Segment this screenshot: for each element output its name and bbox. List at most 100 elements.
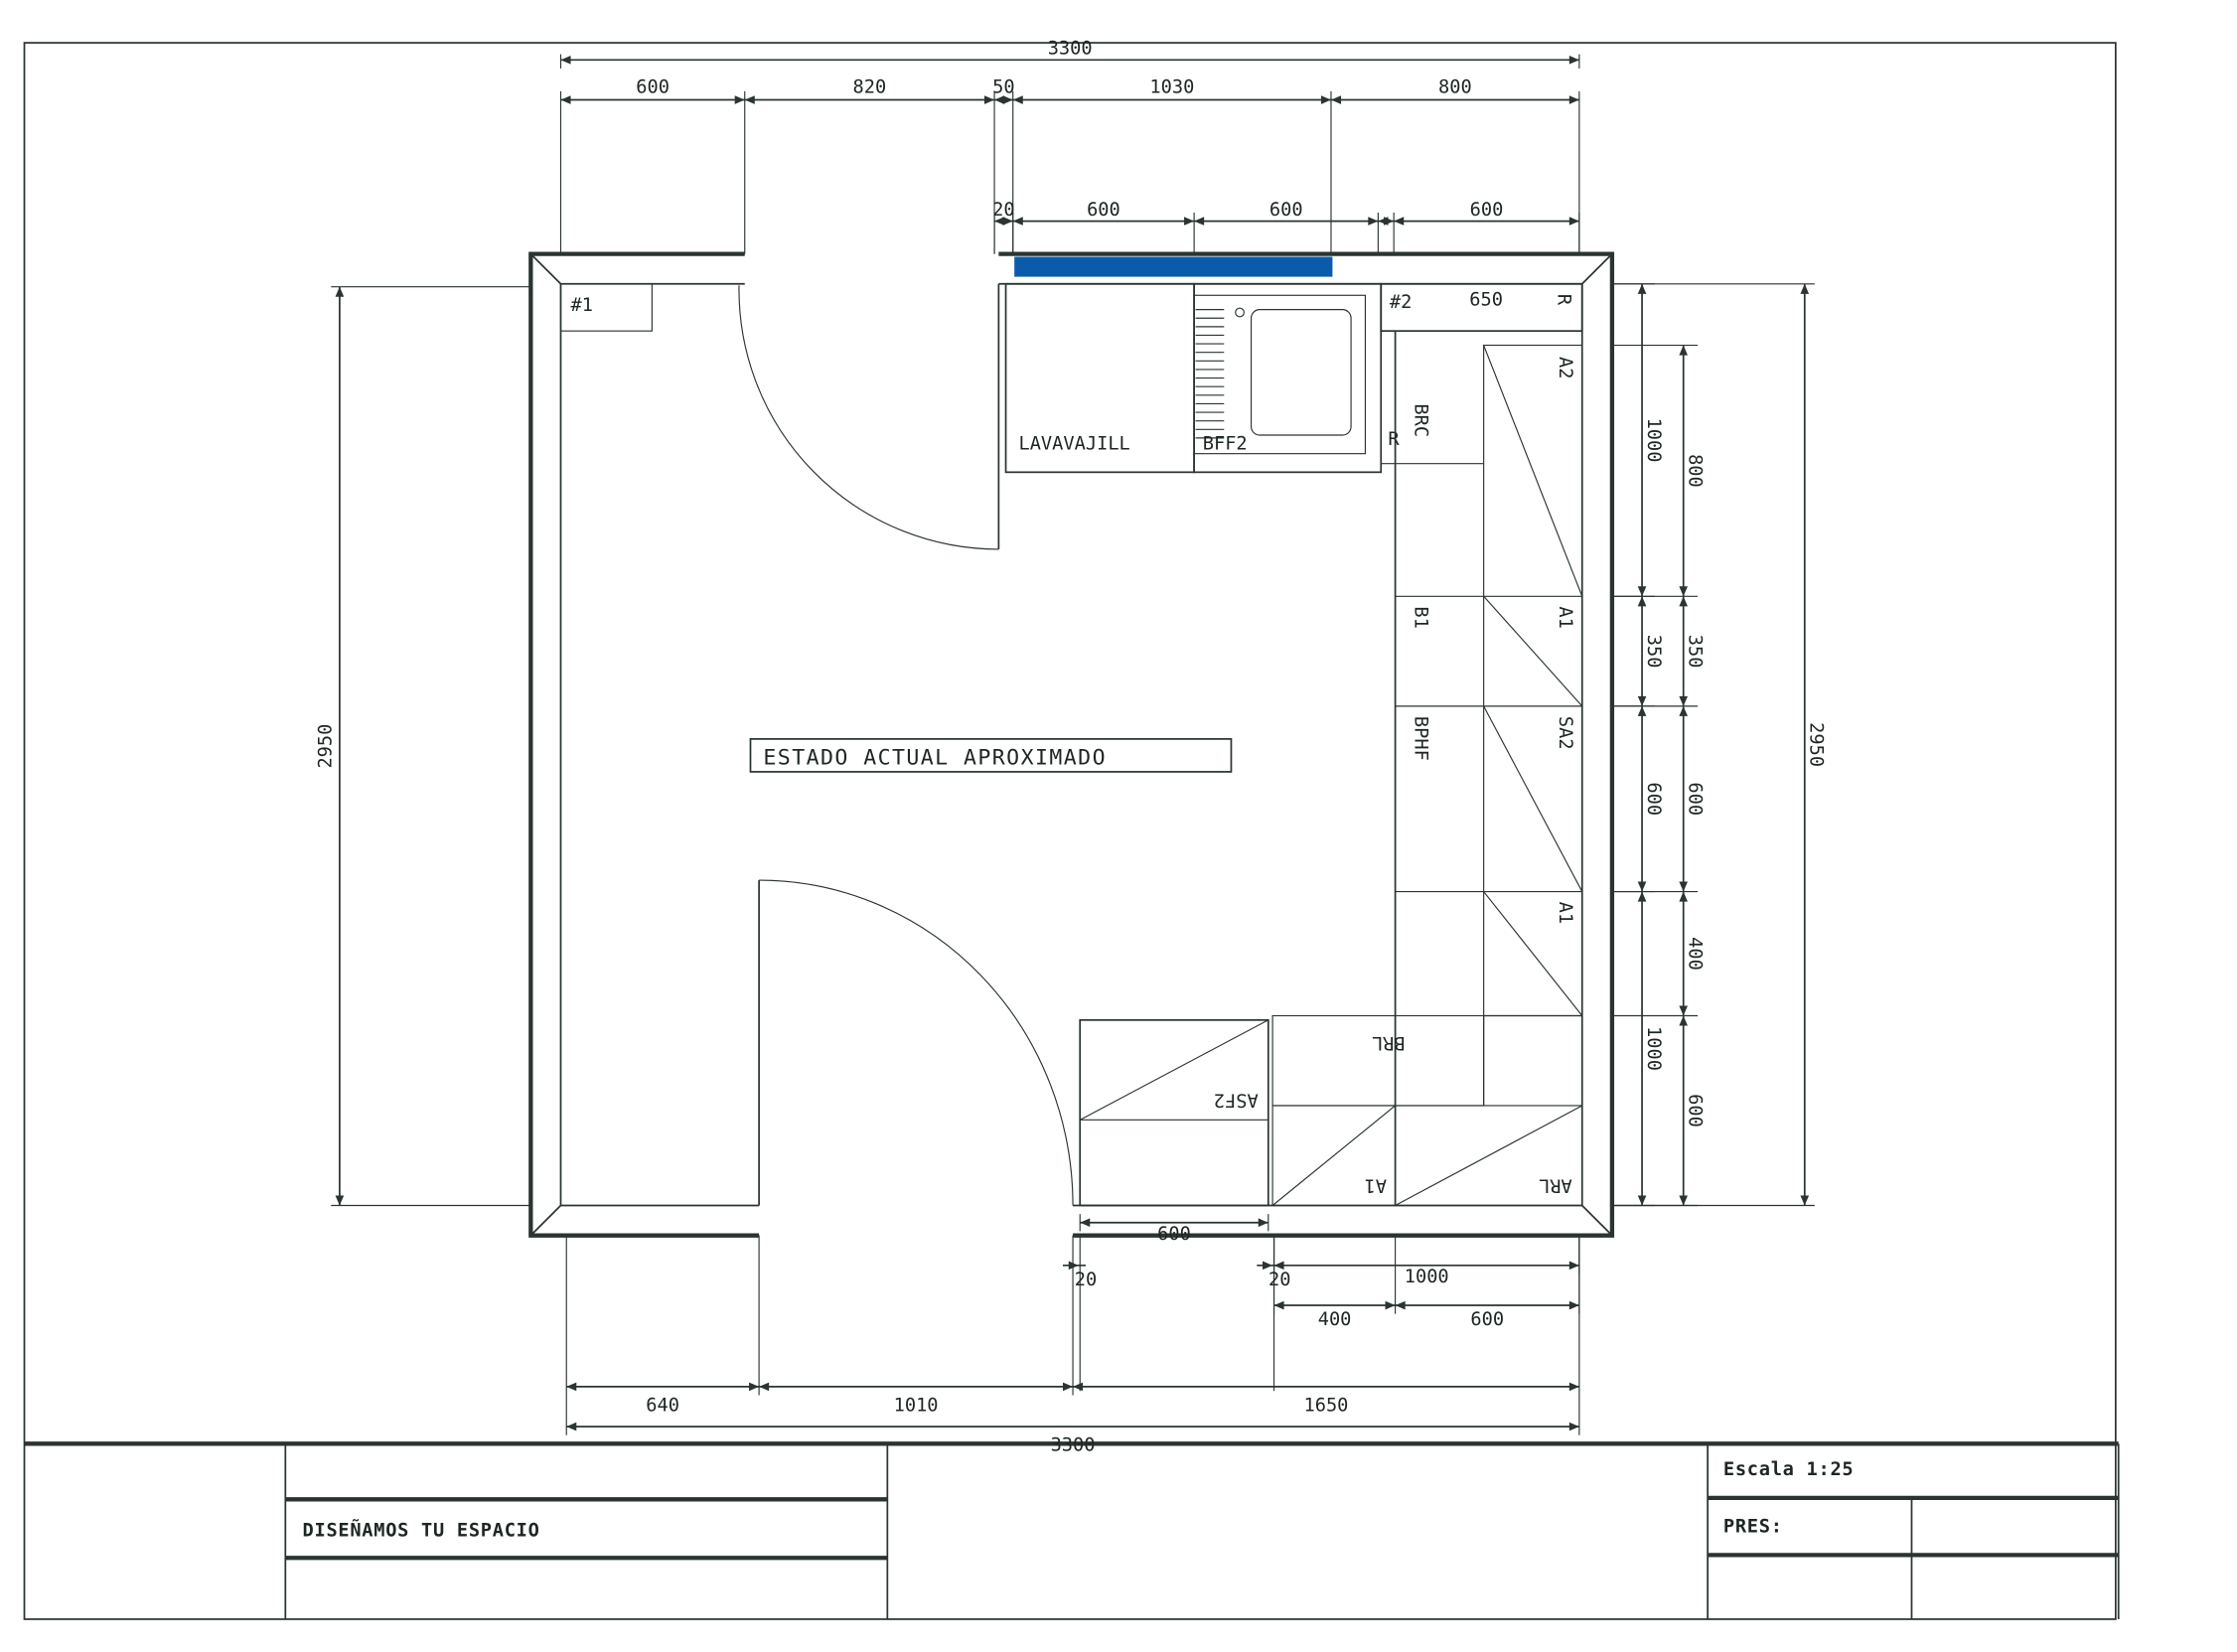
label-asf2: ASF2 [1214,1089,1259,1110]
dimension-label: 400 [1684,937,1705,971]
dimension-label: 350 [1643,635,1664,669]
arrowhead [1800,1195,1810,1206]
company-name: DISEÑAMOS TU ESPACIO [303,1518,540,1542]
dimension-label: 50 [992,76,1014,97]
dimension-label: 600 [1643,782,1664,816]
arrowhead [1637,881,1647,892]
arrowhead [1568,56,1579,65]
arrowhead [335,286,345,297]
wall-units-right [1483,344,1583,1017]
arrowhead [1637,705,1647,716]
arrowhead [1679,345,1689,356]
dimension-label: 600 [1470,200,1504,221]
arrowhead [1679,695,1689,706]
dimension-lines: 3300 600 820 50 1030 800 20 600 600 600 2950 1000 35… [315,39,1826,1456]
arrowhead [1368,217,1379,225]
marker-1: #1 [571,295,593,316]
dimension-label: 400 [1318,1309,1352,1330]
arrowhead [1679,1005,1689,1016]
arrowhead [759,1382,770,1392]
label-a1-bottom: A1 [1365,1175,1387,1196]
label-r-top: R [1553,294,1573,306]
arrowhead [1637,891,1647,902]
dimension-label: 1650 [1303,1395,1348,1416]
arrowhead [1394,217,1405,225]
arrowhead [1080,1218,1091,1228]
status-label: ESTADO ACTUAL APROXIMADO [763,746,1107,771]
dimension-label: 20 [1075,1270,1097,1290]
dimension-label: 1000 [1643,1026,1664,1071]
arrowhead [1395,1300,1406,1310]
arrowhead [1012,217,1023,225]
label-a1-mid: A1 [1555,902,1575,924]
arrowhead [1568,95,1579,104]
arrowhead [1002,217,1013,225]
arrowhead [1637,695,1647,706]
label-a2: A2 [1555,357,1575,378]
label-lavavajill: LAVAVAJILL [1018,433,1129,454]
arrowhead [1679,586,1689,597]
dimension-label: 20 [992,200,1014,221]
arrowhead [994,95,1005,104]
pres-label: PRES: [1723,1516,1783,1537]
arrowhead [744,95,755,104]
dimension-label: 600 [1684,1094,1705,1127]
dimension-label: 1030 [1149,76,1194,97]
dimension-label: 1010 [894,1395,939,1416]
dimension-label: 600 [1470,1309,1504,1330]
label-bphf: BPHF [1411,716,1431,761]
arrowhead [566,1422,577,1431]
dimension-label: 600 [1157,1224,1191,1245]
arrowhead [1568,217,1579,225]
label-r-side: R [1388,429,1400,450]
window [1014,256,1333,277]
dimension-label: 800 [1684,454,1705,488]
arrowhead [335,1195,345,1206]
door-bottom [758,879,1074,1206]
door-top [738,283,1000,550]
dimension-label: 820 [853,76,887,97]
arrowhead [1568,1382,1579,1392]
arrowhead [1679,705,1689,716]
dimension-label: 640 [646,1395,679,1416]
arrowhead [734,95,745,104]
arrowhead [1068,1261,1079,1271]
arrowhead [1637,586,1647,597]
arrowhead [1184,217,1195,225]
arrowhead [1194,217,1205,225]
scale-label: Escala 1:25 [1723,1459,1854,1480]
dimension-label: 2950 [315,724,336,769]
arrowhead [566,1382,577,1392]
arrowhead [1800,283,1810,294]
arrowhead [1385,1300,1396,1310]
sheet-frame [23,42,2117,1620]
dimension-label: 3300 [1051,1435,1096,1456]
room-walls [528,251,1615,1238]
cabinet-dishwasher: LAVAVAJILL [997,282,1195,474]
arrowhead [1002,95,1013,104]
label-a1-top: A1 [1555,606,1575,628]
dimension-label: 2950 [1806,722,1827,767]
cabinet-sink-bff2: BFF2 [1193,282,1383,474]
arrowhead [984,95,995,104]
bottom-run [1079,1014,1583,1207]
arrowhead [560,56,571,65]
dimension-label: 350 [1684,635,1705,669]
arrowhead [1012,95,1023,104]
dimension-label: 600 [1684,782,1705,816]
dimension-label: 1000 [1643,418,1664,463]
arrowhead [1263,1261,1273,1271]
arrowhead [1062,1382,1074,1392]
title-block: DISEÑAMOS TU ESPACIO Escala 1:25 PRES: [24,1441,2120,1619]
dimension-label: 20 [1268,1270,1290,1290]
arrowhead [1679,1015,1689,1026]
dimension-label: 600 [1087,200,1120,221]
dimension-label: 1000 [1405,1267,1449,1287]
arrowhead [1320,95,1331,104]
corner-width: 650 [1469,289,1503,310]
dimension-label: 3300 [1048,39,1093,60]
arrowhead [1273,1300,1284,1310]
base-column [1381,331,1582,1206]
arrowhead [560,95,571,104]
